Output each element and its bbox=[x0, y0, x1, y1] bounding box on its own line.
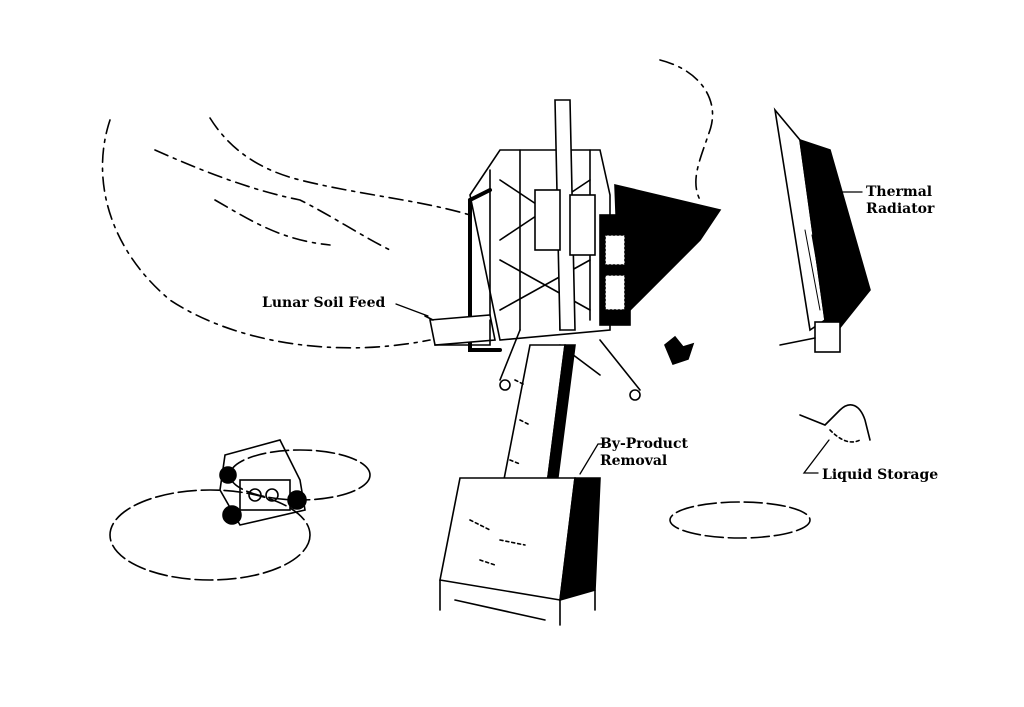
label-line: Radiator bbox=[866, 201, 935, 217]
conveyor bbox=[499, 344, 576, 501]
liquid-storage-equipment bbox=[799, 404, 871, 443]
label-line: By-Product bbox=[600, 436, 688, 452]
processing-plant bbox=[468, 99, 641, 401]
label-by-product-removal: By-Product Removal bbox=[600, 436, 688, 470]
label-line: Thermal bbox=[866, 184, 933, 200]
astronaut-figure bbox=[664, 335, 695, 365]
label-liquid-storage: Liquid Storage bbox=[822, 467, 939, 483]
thermal-radiator-panel bbox=[773, 107, 871, 353]
terrain-ridge-lines bbox=[101, 59, 714, 349]
soil-feed-hopper bbox=[424, 314, 496, 346]
label-lunar-soil-feed: Lunar Soil Feed bbox=[262, 295, 386, 311]
label-thermal-radiator: Thermal Radiator bbox=[866, 184, 934, 218]
label-leader-lines bbox=[395, 188, 863, 475]
by-product-bin bbox=[439, 477, 601, 626]
ground-track-ellipses bbox=[109, 449, 811, 581]
label-line: Removal bbox=[600, 453, 668, 469]
